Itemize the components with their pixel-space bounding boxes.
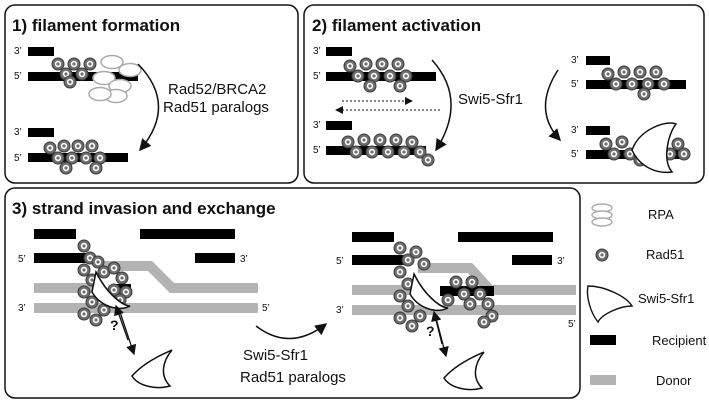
question-mark: ? xyxy=(110,317,119,333)
panel-1-title: 1) filament formation xyxy=(12,16,180,35)
end-label-5prime: 5’ xyxy=(571,79,579,90)
legend-donor-swatch xyxy=(590,375,616,385)
rad51-filament xyxy=(43,139,107,175)
recipient-strand xyxy=(326,47,352,56)
curved-arrow xyxy=(431,59,452,152)
recipient-strand xyxy=(352,255,412,265)
end-label-3prime: 3’ xyxy=(336,305,344,316)
recipient-strand xyxy=(586,126,610,135)
panel-2-title: 2) filament activation xyxy=(312,16,481,35)
swi5-sfr1-shape xyxy=(91,269,131,310)
donor-strand xyxy=(100,261,258,293)
legend: RPA Rad51 Swi5-Sfr1 Recipient Donor xyxy=(586,203,707,388)
panel-filament-activation: 2) filament activation 3’ 5’ Swi5-Sfr1 3… xyxy=(303,4,705,184)
legend-swi5-sfr1-icon xyxy=(586,285,634,324)
panel-1-arrow-label-2: Rad51 paralogs xyxy=(163,99,269,116)
panel-3-arrow-label-1: Swi5-Sfr1 xyxy=(243,347,308,364)
panel-1-border xyxy=(4,4,299,184)
end-label-5prime: 5’ xyxy=(568,319,576,330)
end-label-3prime: 3’ xyxy=(240,254,248,265)
legend-rad51-icon xyxy=(595,248,609,262)
recipient-strand xyxy=(352,232,394,242)
curved-arrow xyxy=(544,69,562,142)
end-label-5prime: 5’ xyxy=(336,256,344,267)
legend-recipient-swatch xyxy=(590,335,616,345)
recipient-strand xyxy=(34,229,76,239)
recipient-strand xyxy=(34,253,94,263)
end-label-3prime: 3’ xyxy=(571,125,579,136)
question-mark: ? xyxy=(426,323,435,339)
recipient-strand xyxy=(195,253,235,263)
end-label-3prime: 3’ xyxy=(571,55,579,66)
rad51-filament xyxy=(341,133,435,167)
panel-2-arrow-label: Swi5-Sfr1 xyxy=(458,91,523,108)
legend-rpa-label: RPA xyxy=(648,207,674,222)
end-label-5prime: 5’ xyxy=(14,153,22,164)
recipient-strand xyxy=(512,255,552,265)
donor-strand xyxy=(34,303,258,313)
panel-3-title: 3) strand invasion and exchange xyxy=(12,199,276,218)
legend-recipient-label: Recipient xyxy=(652,333,707,348)
dissociation-arrow xyxy=(119,311,137,356)
rad51-filament xyxy=(601,65,671,101)
end-label-3prime: 3’ xyxy=(313,120,321,131)
panel-2-border xyxy=(303,4,705,184)
donor-strand xyxy=(352,305,576,315)
curved-arrow xyxy=(255,323,328,340)
panel-strand-invasion: 3) strand invasion and exchange 5’ 3’ 3’… xyxy=(4,187,581,399)
dissociation-arrow xyxy=(431,310,443,345)
legend-rad51-label: Rad51 xyxy=(646,247,684,262)
end-label-3prime: 3’ xyxy=(14,46,22,57)
swi5-sfr1-shape xyxy=(409,271,449,312)
recipient-strand xyxy=(140,229,235,239)
legend-rpa-icon xyxy=(591,203,613,227)
end-label-5prime: 5’ xyxy=(262,303,270,314)
swi5-sfr1-shape xyxy=(443,351,485,391)
end-label-3prime: 3’ xyxy=(14,127,22,138)
end-label-5prime: 5’ xyxy=(14,71,22,82)
legend-swi5-sfr1-label: Swi5-Sfr1 xyxy=(638,291,694,306)
curved-arrow xyxy=(137,63,160,152)
end-label-5prime: 5’ xyxy=(313,71,321,82)
recipient-strand xyxy=(28,47,54,56)
panel-1-arrow-label-1: Rad52/BRCA2 xyxy=(168,81,266,98)
donor-strand xyxy=(34,283,104,293)
recipient-strand xyxy=(326,121,352,130)
recipient-strand xyxy=(326,72,436,81)
rad51-filament xyxy=(343,57,413,93)
panel-3-border xyxy=(4,187,581,399)
legend-donor-label: Donor xyxy=(656,373,692,388)
dissociation-arrow xyxy=(114,304,129,341)
end-label-3prime: 3’ xyxy=(313,46,321,57)
panel-3-arrow-label-2: Rad51 paralogs xyxy=(240,369,346,386)
recipient-strand xyxy=(458,232,553,242)
swi5-sfr1-shape xyxy=(631,122,678,174)
end-label-5prime: 5’ xyxy=(313,145,321,156)
end-label-3prime: 3’ xyxy=(18,303,26,314)
recipient-strand xyxy=(586,56,610,65)
donor-strand xyxy=(352,285,422,295)
end-label-5prime: 5’ xyxy=(571,149,579,160)
panel-filament-formation: 1) filament formation 3’ 5’ Rad52/BRCA2 … xyxy=(4,4,299,184)
end-label-3prime: 3’ xyxy=(557,256,565,267)
end-label-5prime: 5’ xyxy=(18,254,26,265)
swi5-sfr1-shape xyxy=(131,349,173,389)
recipient-strand xyxy=(28,128,54,137)
donor-strand xyxy=(418,263,576,295)
